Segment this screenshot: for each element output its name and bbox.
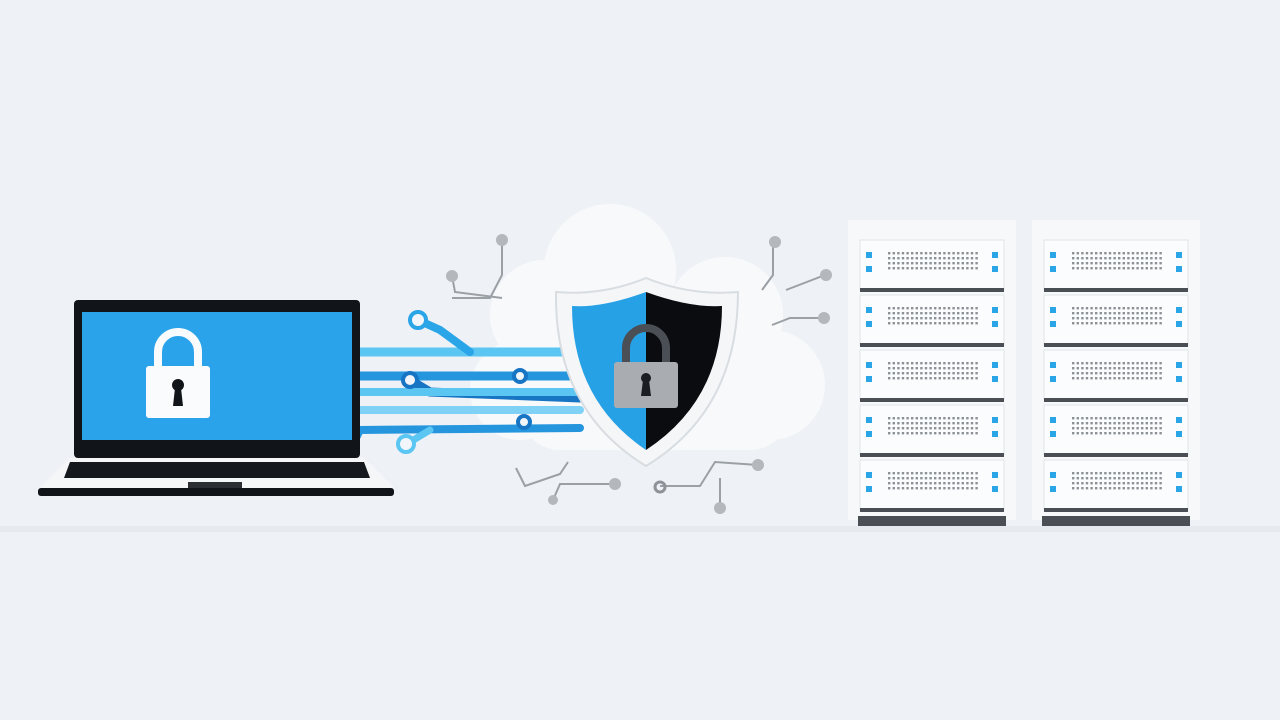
status-led [866, 417, 872, 423]
server-rack-icon [848, 220, 1016, 526]
status-led [992, 321, 998, 327]
server-unit [859, 294, 1005, 347]
status-led [1176, 486, 1182, 492]
status-led [992, 362, 998, 368]
status-led [992, 417, 998, 423]
server-racks [848, 220, 1200, 526]
server-unit [1043, 294, 1189, 347]
server-unit [1043, 239, 1189, 292]
status-led [1050, 266, 1056, 272]
status-led [1176, 307, 1182, 313]
status-led [866, 472, 872, 478]
status-led [992, 472, 998, 478]
server-unit [859, 349, 1005, 402]
server-unit [1043, 404, 1189, 457]
floor-line [0, 526, 1280, 532]
padlock-icon [146, 328, 210, 418]
status-led [1176, 417, 1182, 423]
laptop-icon [38, 300, 394, 496]
status-led [866, 266, 872, 272]
shield-icon [554, 276, 740, 468]
status-led [1050, 417, 1056, 423]
status-led [866, 321, 872, 327]
server-rack-icon [1032, 220, 1200, 526]
status-led [992, 307, 998, 313]
status-led [992, 376, 998, 382]
server-unit [859, 239, 1005, 292]
status-led [1050, 472, 1056, 478]
status-led [866, 486, 872, 492]
status-led [1176, 362, 1182, 368]
status-led [1050, 252, 1056, 258]
status-led [992, 252, 998, 258]
status-led [1050, 321, 1056, 327]
server-unit [859, 404, 1005, 457]
status-led [866, 431, 872, 437]
status-led [992, 266, 998, 272]
status-led [1050, 307, 1056, 313]
status-led [1176, 321, 1182, 327]
status-led [1176, 376, 1182, 382]
status-led [866, 252, 872, 258]
status-led [866, 307, 872, 313]
status-led [1050, 431, 1056, 437]
server-unit [859, 459, 1005, 512]
status-led [866, 376, 872, 382]
server-unit [1043, 459, 1189, 512]
status-led [992, 431, 998, 437]
status-led [1050, 376, 1056, 382]
status-led [1050, 362, 1056, 368]
network-node-dots [446, 234, 832, 514]
status-led [1050, 486, 1056, 492]
status-led [1176, 431, 1182, 437]
status-led [992, 486, 998, 492]
status-led [1176, 266, 1182, 272]
status-led [866, 362, 872, 368]
status-led [1176, 252, 1182, 258]
status-led [1176, 472, 1182, 478]
server-unit [1043, 349, 1189, 402]
padlock-icon [614, 324, 678, 408]
